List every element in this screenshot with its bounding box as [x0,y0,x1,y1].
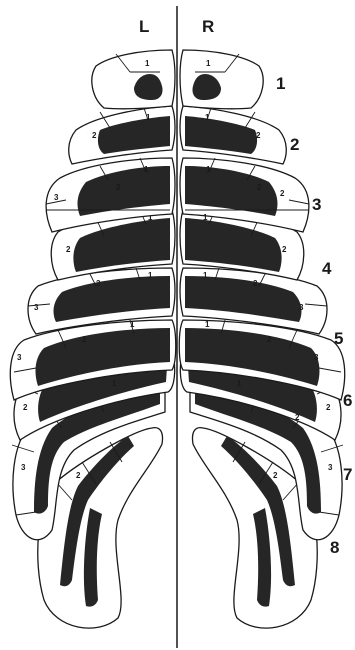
right-region-label-1: 1 [237,379,242,388]
left-region-label-1: 1 [144,165,149,174]
right-region-label-2: 2 [256,131,261,140]
right-region-label-3: 3 [328,463,333,472]
right-region-label-2: 2 [253,279,258,288]
level-label-1: 1 [276,74,285,93]
left-region-label-1: 1 [148,271,153,280]
right-hemisphere [179,50,344,628]
right-region-label-3: 3 [314,353,319,362]
right-section-2-upper [180,106,286,164]
left-region-label-2: 2 [66,245,71,254]
left-region-label-3: 3 [54,193,59,202]
left-section-2-upper: 2 1 [69,106,175,164]
level-label-4: 4 [322,259,332,278]
left-region-label-1: 1 [146,113,151,122]
right-region-label-2: 2 [280,189,285,198]
left-region-label-1: 1 [112,379,117,388]
left-region-label-2: 2 [76,471,81,480]
left-region-label-3: 3 [21,463,26,472]
right-region-label-3: 3 [299,303,304,312]
left-section-1: 1 [92,50,175,109]
right-region-label-2: 2 [267,335,272,344]
left-region-label-3: 3 [17,353,22,362]
right-region-label-2: 2 [295,413,300,422]
left-region-label-3: 3 [34,303,39,312]
left-hemisphere: 2 3 2 2 1 3 2 1 [10,50,175,628]
left-region-label-1: 1 [130,320,135,329]
level-label-8: 8 [330,538,339,557]
level-label-6: 6 [343,391,352,410]
level-label-2: 2 [290,135,299,154]
right-region-label-1: 1 [205,320,210,329]
level-label-7: 7 [343,465,352,484]
left-region-label-2: 2 [96,279,101,288]
left-side-label: L [139,17,149,36]
right-region-label-2: 2 [257,183,262,192]
right-side-label: R [202,17,214,36]
left-region-label-2: 2 [82,335,87,344]
right-region-label-2: 2 [273,471,278,480]
right-region-label-2: 2 [326,403,331,412]
left-region-label-1: 1 [145,59,150,68]
right-region-label-1: 1 [205,113,210,122]
left-region-label-2: 2 [92,131,97,140]
right-region-label-1: 1 [203,271,208,280]
level-label-3: 3 [312,195,321,214]
right-region-label-2: 2 [282,245,287,254]
left-region-label-2: 2 [116,183,121,192]
right-region-label-1: 1 [203,213,208,222]
level-label-5: 5 [334,329,343,348]
right-section-1 [180,50,263,109]
right-region-label-1: 1 [206,165,211,174]
left-region-label-2: 2 [23,403,28,412]
right-region-label-1: 1 [206,59,211,68]
